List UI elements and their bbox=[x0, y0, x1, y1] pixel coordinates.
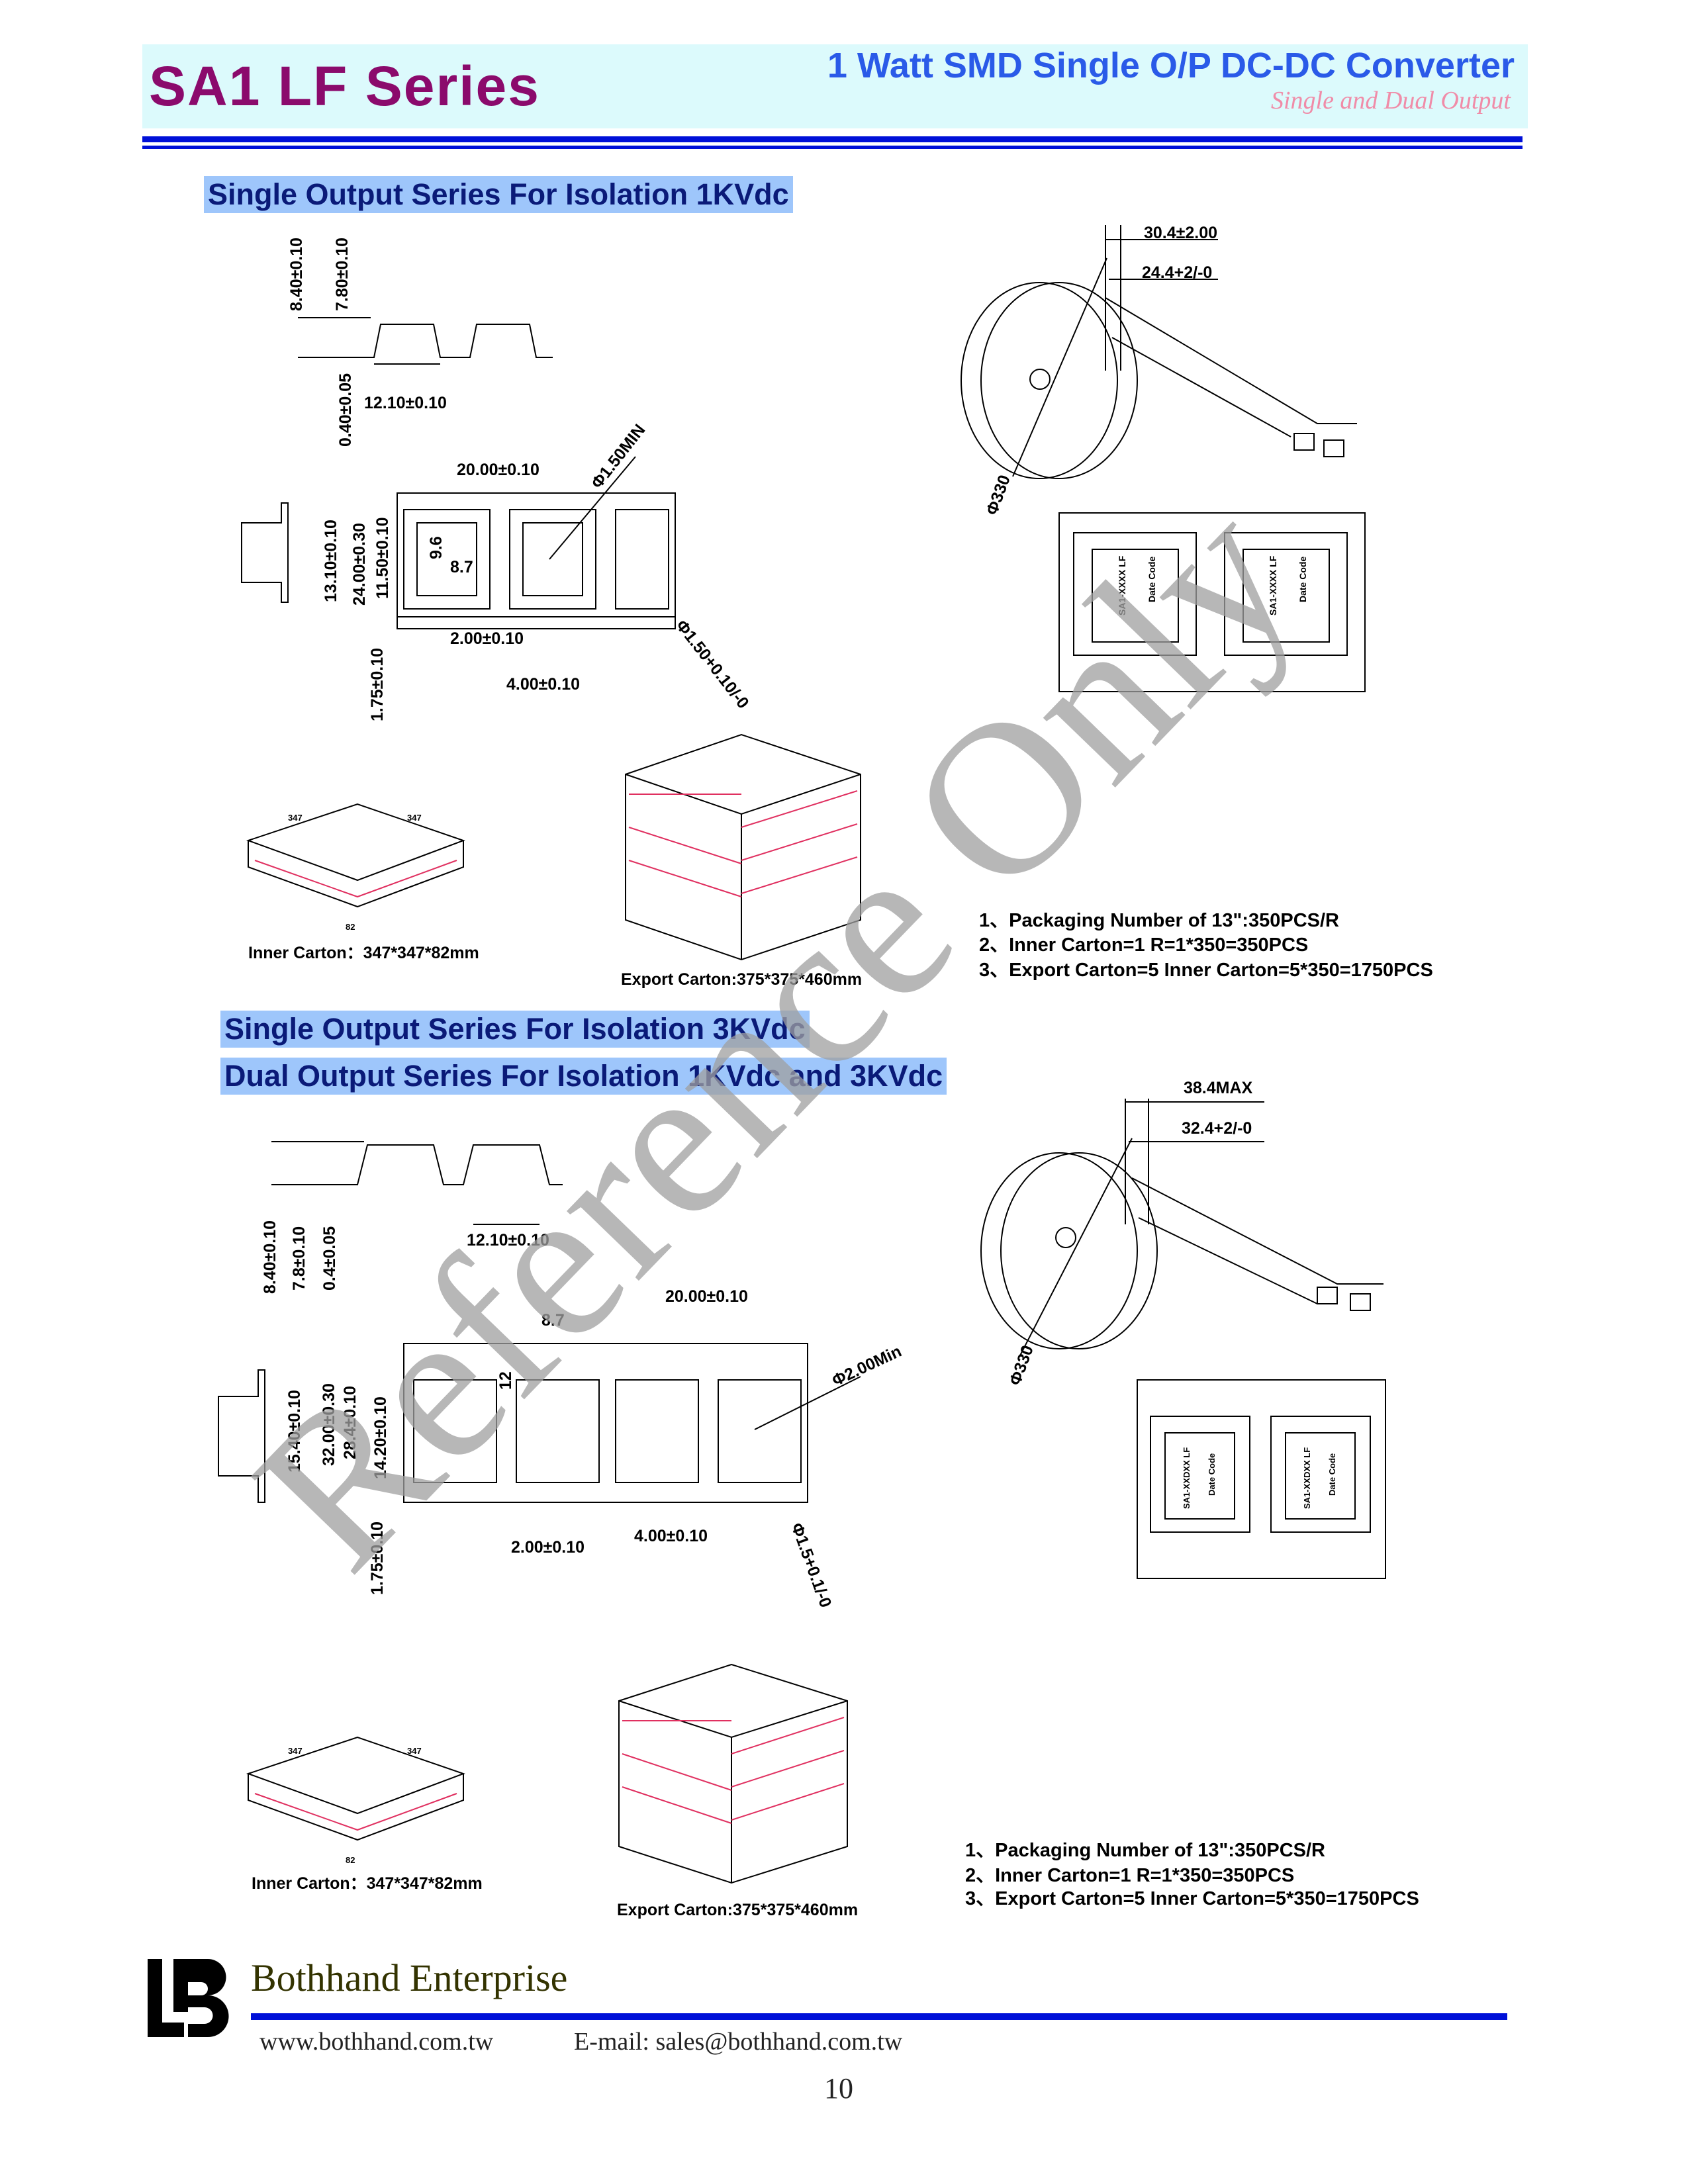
carton-dim: 347 bbox=[288, 813, 303, 823]
reel-diameter: Φ330 bbox=[1006, 1343, 1037, 1388]
dim-label: 4.00±0.10 bbox=[506, 675, 580, 694]
dim-label: 8.40±0.10 bbox=[287, 238, 306, 311]
export-carton-1 bbox=[625, 733, 861, 961]
footer-divider bbox=[251, 2013, 1507, 2020]
dim-label: 14.20±0.10 bbox=[371, 1396, 390, 1479]
carton-dim: 347 bbox=[288, 1746, 303, 1756]
inner-carton-label: Inner Carton：347*347*82mm bbox=[248, 944, 479, 962]
tape-detail-1 bbox=[1058, 512, 1366, 692]
section-heading-3kv: Single Output Series For Isolation 3KVdc bbox=[220, 1011, 810, 1048]
packaging-note: 1、Packaging Number of 13":350PCS/R bbox=[965, 1840, 1325, 1861]
dim-label: 15.40±0.10 bbox=[285, 1390, 304, 1473]
product-subtitle: 1 Watt SMD Single O/P DC-DC Converter bbox=[827, 46, 1515, 85]
website-link[interactable]: www.bothhand.com.tw bbox=[259, 2028, 494, 2056]
carton-dim: 347 bbox=[407, 1746, 422, 1756]
dim-label: 13.10±0.10 bbox=[322, 520, 340, 602]
reel-width: 38.4MAX bbox=[1184, 1079, 1253, 1097]
dim-label: 24.00±0.30 bbox=[350, 523, 369, 606]
reel-diameter: Φ330 bbox=[982, 473, 1014, 518]
dim-label: 0.40±0.05 bbox=[336, 373, 355, 447]
packaging-note: 2、Inner Carton=1 R=1*350=350PCS bbox=[979, 934, 1308, 956]
carton-dim: 82 bbox=[346, 922, 355, 932]
export-carton-label: Export Carton:375*375*460mm bbox=[617, 1901, 858, 1919]
reel-1 bbox=[961, 225, 1357, 479]
dim-label: 32.00±0.30 bbox=[320, 1383, 338, 1466]
reel-width: 30.4±2.00 bbox=[1144, 224, 1217, 242]
carton-dim: 82 bbox=[346, 1855, 355, 1865]
dim-label: 1.75±0.10 bbox=[368, 648, 387, 721]
dim-label: 28.4±0.10 bbox=[341, 1386, 359, 1459]
header-banner bbox=[142, 44, 1528, 128]
dim-label: 7.8±0.10 bbox=[290, 1226, 308, 1291]
section-heading-1kv: Single Output Series For Isolation 1KVdc bbox=[204, 176, 793, 213]
carrier-profile-2 bbox=[271, 1141, 563, 1225]
dim-label: 7.80±0.10 bbox=[333, 238, 352, 311]
reel-inner-width: 24.4+2/-0 bbox=[1142, 263, 1212, 282]
company-name: Bothhand Enterprise bbox=[251, 1956, 568, 1999]
inner-carton-1 bbox=[246, 803, 465, 908]
part-code: SA1-XXXX LF bbox=[1268, 555, 1278, 615]
packaging-note: 1、Packaging Number of 13":350PCS/R bbox=[979, 910, 1339, 931]
export-carton-2 bbox=[618, 1663, 848, 1884]
reel-2 bbox=[980, 1099, 1383, 1357]
dim-label: 12.10±0.10 bbox=[364, 394, 447, 412]
dim-label: 8.7 bbox=[450, 558, 473, 576]
dim-label: 20.00±0.10 bbox=[665, 1287, 748, 1306]
header-divider bbox=[142, 136, 1523, 142]
dim-label: 1.75±0.10 bbox=[368, 1522, 387, 1595]
dim-label: 20.00±0.10 bbox=[457, 461, 539, 479]
dim-label: 8.7 bbox=[541, 1311, 565, 1330]
product-tagline: Single and Dual Output bbox=[1270, 87, 1511, 114]
dim-label: Φ1.50+0.10/-0 bbox=[672, 616, 753, 712]
dim-label: 12 bbox=[496, 1371, 515, 1390]
carrier-profile-1 bbox=[298, 317, 553, 365]
header-divider-thin bbox=[142, 146, 1523, 149]
packaging-note: 3、Export Carton=5 Inner Carton=5*350=175… bbox=[965, 1888, 1419, 1909]
page-number: 10 bbox=[824, 2072, 853, 2105]
dim-label: 9.6 bbox=[427, 536, 445, 559]
dim-label: 11.50±0.10 bbox=[373, 517, 392, 599]
dim-label: 12.10±0.10 bbox=[467, 1231, 549, 1250]
series-title: SA1 LF Series bbox=[149, 55, 540, 117]
date-code: Date Code bbox=[1147, 557, 1157, 602]
inner-carton-label: Inner Carton：347*347*82mm bbox=[252, 1874, 483, 1893]
watermark: Reference Only bbox=[210, 455, 1340, 1614]
date-code: Date Code bbox=[1207, 1453, 1217, 1496]
tape-top-view-1 bbox=[241, 456, 676, 629]
carton-dim: 347 bbox=[407, 813, 422, 823]
dim-label: 4.00±0.10 bbox=[634, 1527, 708, 1545]
packaging-note: 2、Inner Carton=1 R=1*350=350PCS bbox=[965, 1865, 1294, 1886]
part-code: SA1-XXXX LF bbox=[1117, 555, 1127, 615]
dim-label: 2.00±0.10 bbox=[511, 1538, 585, 1557]
tape-top-view-2 bbox=[218, 1343, 861, 1503]
packaging-note: 3、Export Carton=5 Inner Carton=5*350=175… bbox=[979, 960, 1433, 981]
dim-label: Φ2.00Min bbox=[829, 1342, 905, 1390]
date-code: Date Code bbox=[1297, 557, 1308, 602]
part-code: SA1-XXDXX LF bbox=[1182, 1447, 1192, 1509]
date-code: Date Code bbox=[1327, 1453, 1337, 1496]
dim-label: 2.00±0.10 bbox=[450, 629, 524, 648]
dim-label: 8.40±0.10 bbox=[261, 1220, 279, 1294]
company-logo bbox=[148, 1959, 229, 2037]
inner-carton-2 bbox=[246, 1736, 465, 1841]
dim-label: 0.4±0.05 bbox=[320, 1226, 339, 1291]
export-carton-label: Export Carton:375*375*460mm bbox=[621, 970, 862, 989]
part-code: SA1-XXDXX LF bbox=[1302, 1447, 1312, 1509]
reel-inner-width: 32.4+2/-0 bbox=[1182, 1119, 1252, 1138]
dim-label: Φ1.50MIN bbox=[588, 421, 649, 492]
email-link[interactable]: E-mail: sales@bothhand.com.tw bbox=[574, 2028, 903, 2056]
dim-label: Φ1.5+0.1/-0 bbox=[787, 1520, 835, 1610]
section-heading-dual: Dual Output Series For Isolation 1KVdc a… bbox=[220, 1058, 947, 1095]
tape-detail-2 bbox=[1137, 1379, 1386, 1579]
